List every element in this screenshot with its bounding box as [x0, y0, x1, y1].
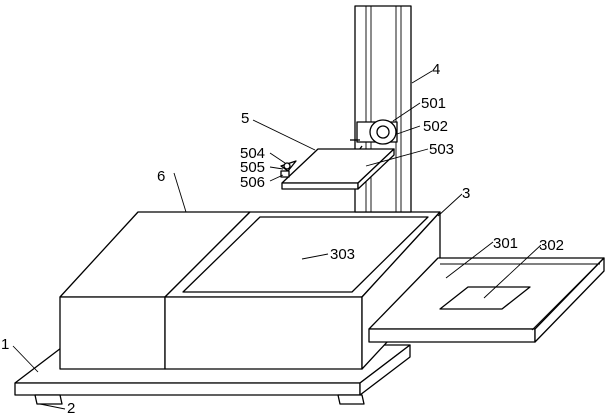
label-505: 505: [240, 159, 265, 176]
label-302: 302: [539, 237, 564, 254]
support-plate: [281, 145, 395, 190]
label-502: 502: [423, 118, 448, 135]
label-2: 2: [67, 400, 75, 417]
leader-lines: [12, 70, 542, 410]
label-6: 6: [157, 168, 165, 185]
clamp-assembly: [350, 119, 398, 145]
tray-window: [439, 286, 531, 310]
drawer-tray: [368, 257, 605, 343]
label-301: 301: [493, 235, 518, 252]
label-506: 506: [240, 174, 265, 191]
feet: [34, 394, 365, 405]
label-303: 303: [330, 246, 355, 263]
label-501: 501: [421, 95, 446, 112]
label-1: 1: [1, 336, 9, 353]
label-5: 5: [241, 110, 249, 127]
label-504: 504: [240, 145, 265, 162]
label-4: 4: [432, 61, 440, 78]
housing-block: [59, 211, 251, 370]
label-3: 3: [462, 185, 470, 202]
small-parts: [280, 160, 297, 178]
top-panel: [182, 216, 429, 293]
label-503: 503: [429, 141, 454, 158]
